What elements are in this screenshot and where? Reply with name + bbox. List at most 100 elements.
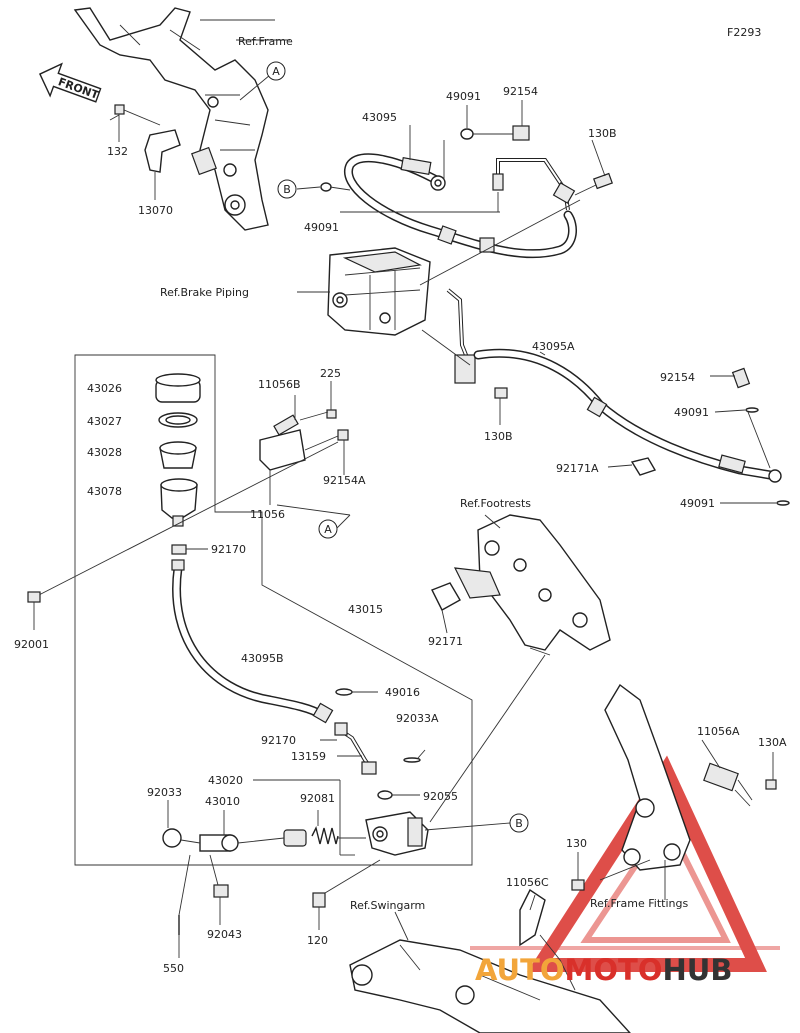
part-number-130a: 130A [758,736,787,749]
part-number-11056a: 11056A [697,725,740,738]
brake-pedal-illustration [604,683,777,871]
hose-43095b-illustration [171,559,334,724]
part-number-92154-top: 92154 [503,85,538,98]
part-number-130b-mid: 130B [484,430,513,443]
watermark-logo [470,755,780,972]
part-number-92170-mid: 92170 [261,734,296,747]
svg-text:A: A [324,523,332,536]
diagram-code: F2293 [727,26,761,39]
part-number-43078: 43078 [87,485,122,498]
pipe-lower-illustration [446,288,508,399]
hose-fitting-13159-illustration [320,688,426,775]
clamp-92171-illustration [431,582,461,634]
spring-92081-illustration [311,810,339,845]
front-arrow: FRONT [38,62,102,103]
part-number-92001: 92001 [14,638,49,651]
part-number-49091-right1: 49091 [674,406,709,419]
part-number-49091-left: 49091 [304,221,339,234]
part-number-92055: 92055 [423,790,458,803]
callout-b-left: B [277,179,297,199]
ref-footrests-label: Ref.Footrests [460,497,531,510]
part-number-43095a: 43095A [532,340,575,353]
bolt-120-illustration [312,859,381,930]
watermark-moto: MOTO [565,953,663,987]
part-number-92170-top: 92170 [211,543,246,556]
part-number-43028: 43028 [87,446,122,459]
part-number-43020: 43020 [208,774,243,787]
ref-brake-piping-label: Ref.Brake Piping [160,286,249,299]
part-number-49016: 49016 [385,686,420,699]
part-number-550: 550 [163,962,184,975]
watermark-auto: AUTO [475,953,565,987]
part-number-43095: 43095 [362,111,397,124]
frame-bracket-illustration [73,7,275,231]
bolt-92001-illustration [27,591,41,630]
part-number-49091-right2: 49091 [680,497,715,510]
callout-a-mid: A [318,519,338,539]
clamp-92171a-illustration [630,457,657,476]
part-number-92033a: 92033A [396,712,439,725]
part-number-92154a: 92154A [323,474,366,487]
footrest-bracket-illustration [453,514,611,656]
part-number-92171a: 92171A [556,462,599,475]
hose-43095a-illustration [473,348,790,506]
callout-a-line-2 [336,514,351,529]
bolt-132-illustration [114,104,161,142]
svg-text:B: B [515,817,523,830]
part-number-43095b: 43095B [241,652,284,665]
part-number-13070: 13070 [138,204,173,217]
part-number-13159: 13159 [291,750,326,763]
part-number-132: 132 [107,145,128,158]
part-number-11056: 11056 [250,508,285,521]
svg-text:AUTOMOTOHUB: AUTOMOTOHUB [475,953,732,987]
bracket-11056c-illustration [519,852,585,991]
pipe-upper-illustration [492,158,576,211]
line-frame-fittings [599,859,651,881]
line-master-footrest [429,654,546,823]
diaphragm-plate-43027-illustration [158,412,198,428]
callout-b-mid: B [509,813,529,833]
part-number-43015: 43015 [348,603,383,616]
part-number-43026: 43026 [87,382,122,395]
bolt-axis-line [34,441,339,598]
oring-92055-illustration [377,790,420,800]
part-number-92154-right: 92154 [660,371,695,384]
master-cylinder-43015-illustration [338,811,429,856]
clip-13070-illustration [144,129,181,200]
ref-swingarm-label: Ref.Swingarm [350,899,425,912]
abs-unit-illustration [327,247,431,336]
reservoir-cap-43026-illustration [155,373,201,403]
circlip-92033-illustration [162,800,201,848]
pin-550-illustration [178,854,191,958]
bolt-130b-top-illustration [574,172,613,196]
part-number-11056b: 11056B [258,378,301,391]
pushrod-43010-illustration [199,810,285,852]
bracket-11056-illustration [259,381,349,505]
part-number-92171: 92171 [428,635,463,648]
hose-43095-illustration [344,153,577,259]
part-number-130: 130 [566,837,587,850]
part-number-43027: 43027 [87,415,122,428]
diaphragm-43028-illustration [159,441,197,469]
bolt-92043-illustration [209,854,229,925]
reservoir-43078-illustration [160,478,198,527]
ref-frame-label: Ref.Frame [238,35,293,48]
watermark-text: AUTOMOTOHUB [475,953,732,987]
front-label: FRONT [56,75,100,102]
part-number-43010: 43010 [205,795,240,808]
leader-lines [109,39,776,504]
part-number-49091-top: 49091 [446,90,481,103]
part-number-92043: 92043 [207,928,242,941]
svg-text:B: B [283,183,291,196]
watermark-hub: HUB [663,953,733,987]
part-number-130b-top: 130B [588,127,617,140]
banjo-top-illustration [320,125,530,192]
part-number-120: 120 [307,934,328,947]
callout-a-top: A [266,61,286,81]
ref-frame-fittings-label: Ref.Frame Fittings [590,897,688,910]
clip-92170-top-illustration [171,544,208,555]
part-number-11056c: 11056C [506,876,549,889]
part-number-92033: 92033 [147,786,182,799]
part-number-92081: 92081 [300,792,335,805]
